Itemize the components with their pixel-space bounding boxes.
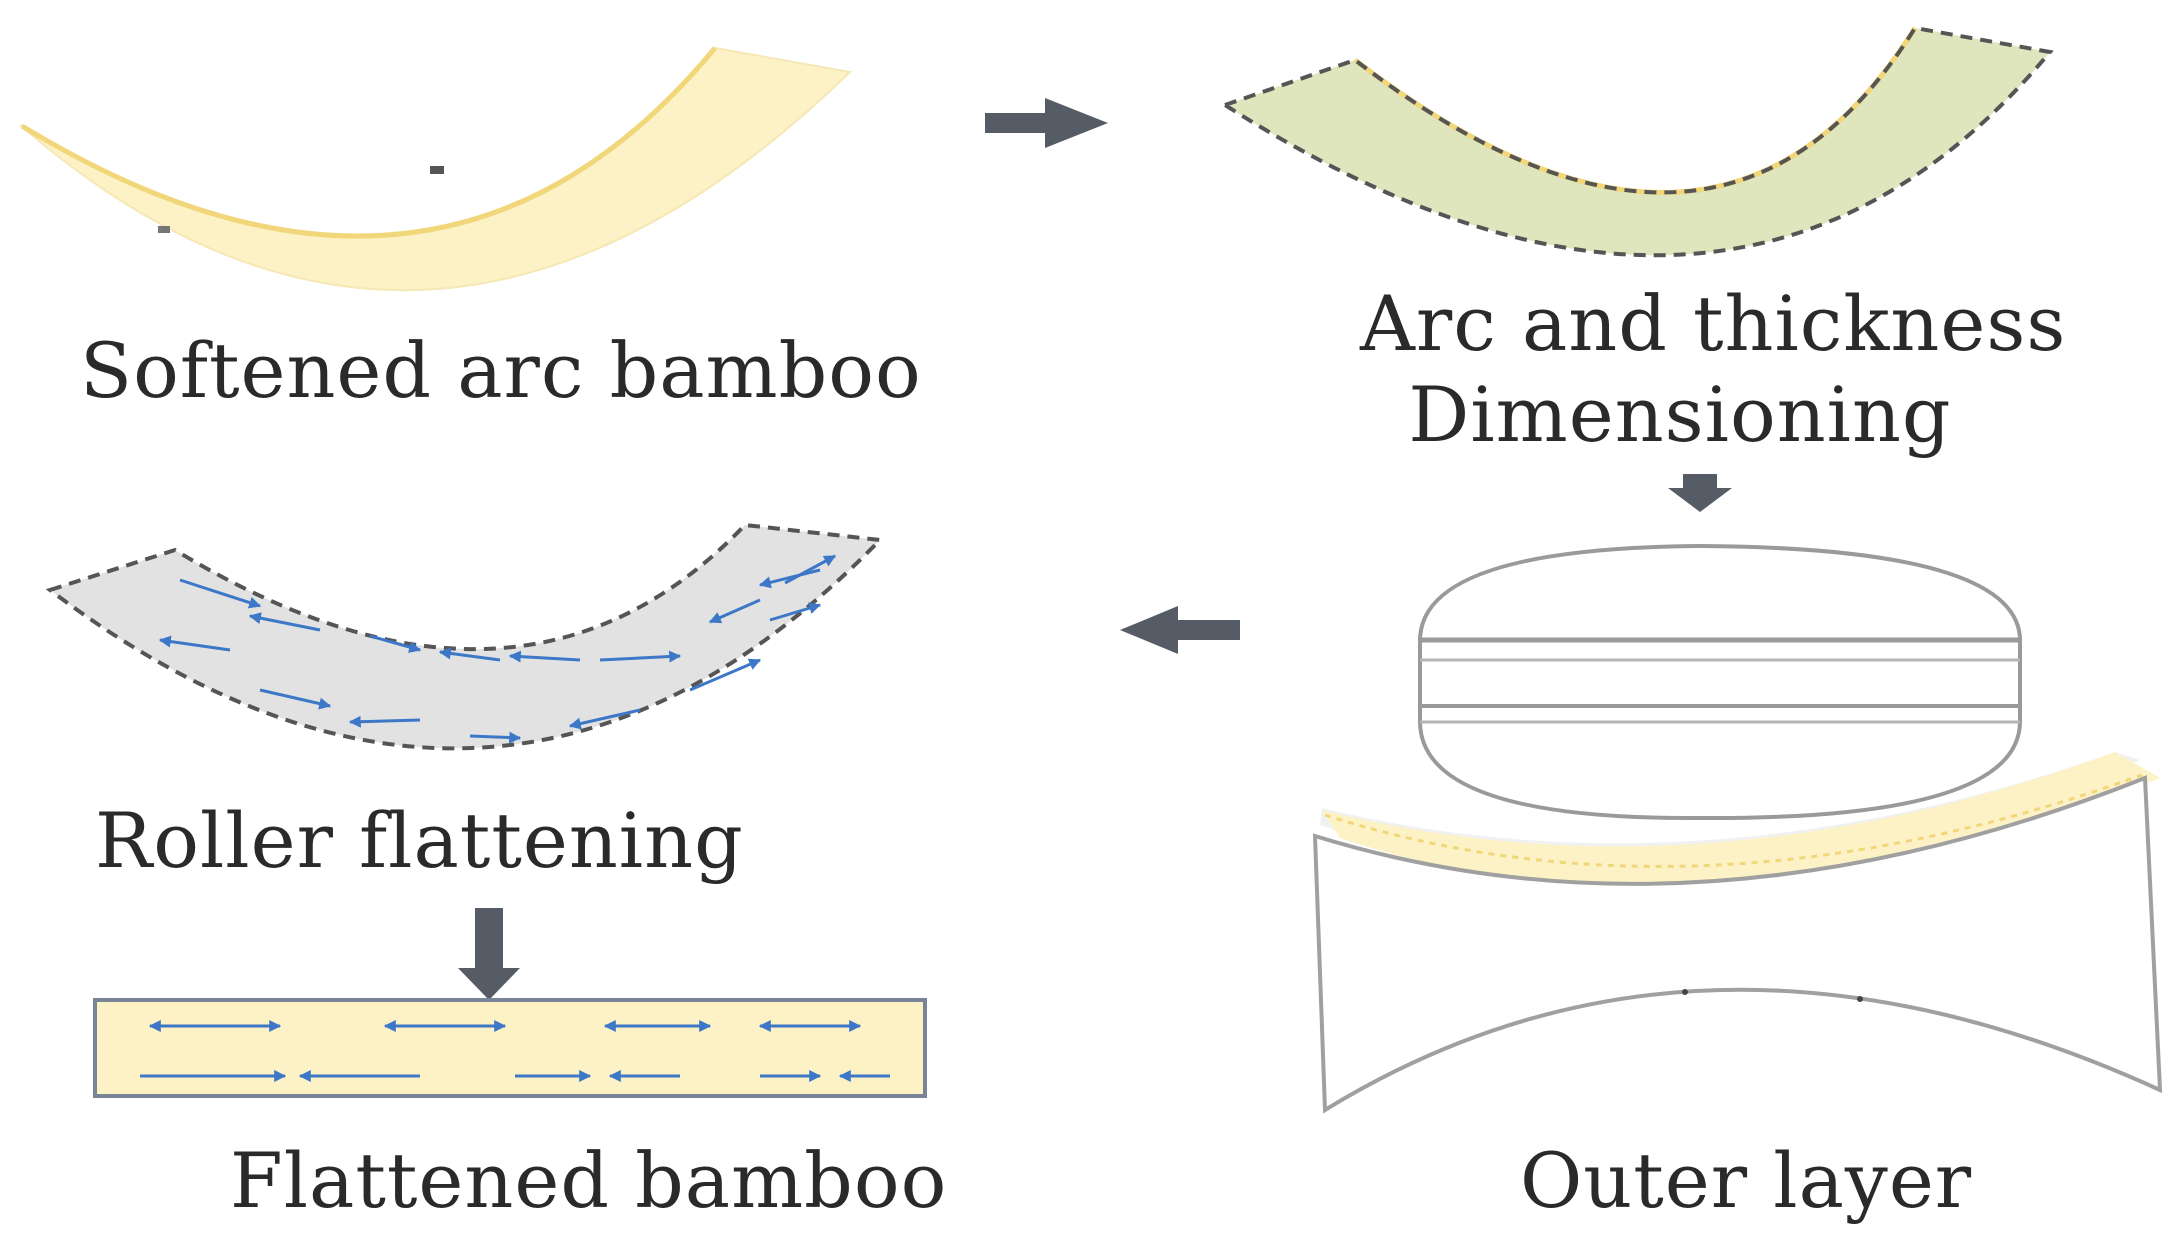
dimensioned-arc-shape (1220, 25, 2054, 258)
outer-layer-label: Outer layer (1520, 1136, 1973, 1225)
flow-arrows-icon (158, 554, 837, 744)
right-arrow-icon (985, 98, 1108, 148)
softened-arc-bamboo-label: Softened arc bamboo (80, 326, 922, 415)
flattened-bamboo-label: Flattened bamboo (230, 1136, 948, 1225)
flattened-bamboo-shape (93, 998, 927, 1098)
roller-drum-shape (1418, 543, 2022, 821)
roller-flattening-shape (45, 522, 885, 751)
left-arrow-icon (1120, 606, 1240, 654)
flow-arrows-icon (140, 1020, 890, 1082)
down-arrow-icon (1668, 474, 1732, 512)
softened-arc-bamboo-shape (19, 46, 853, 292)
dimensioning-label: Arc and thickness Dimensioning (1360, 278, 2067, 460)
outer-layer-base-shape (1312, 775, 2163, 1114)
dimensioning-label-line1: Arc and thickness (1360, 279, 2067, 368)
down-arrow-icon (458, 908, 520, 1000)
dimensioning-label-line2: Dimensioning (1408, 370, 1952, 460)
roller-flattening-label: Roller flattening (95, 796, 744, 885)
outer-layer-bamboo-shape (1320, 752, 2160, 887)
